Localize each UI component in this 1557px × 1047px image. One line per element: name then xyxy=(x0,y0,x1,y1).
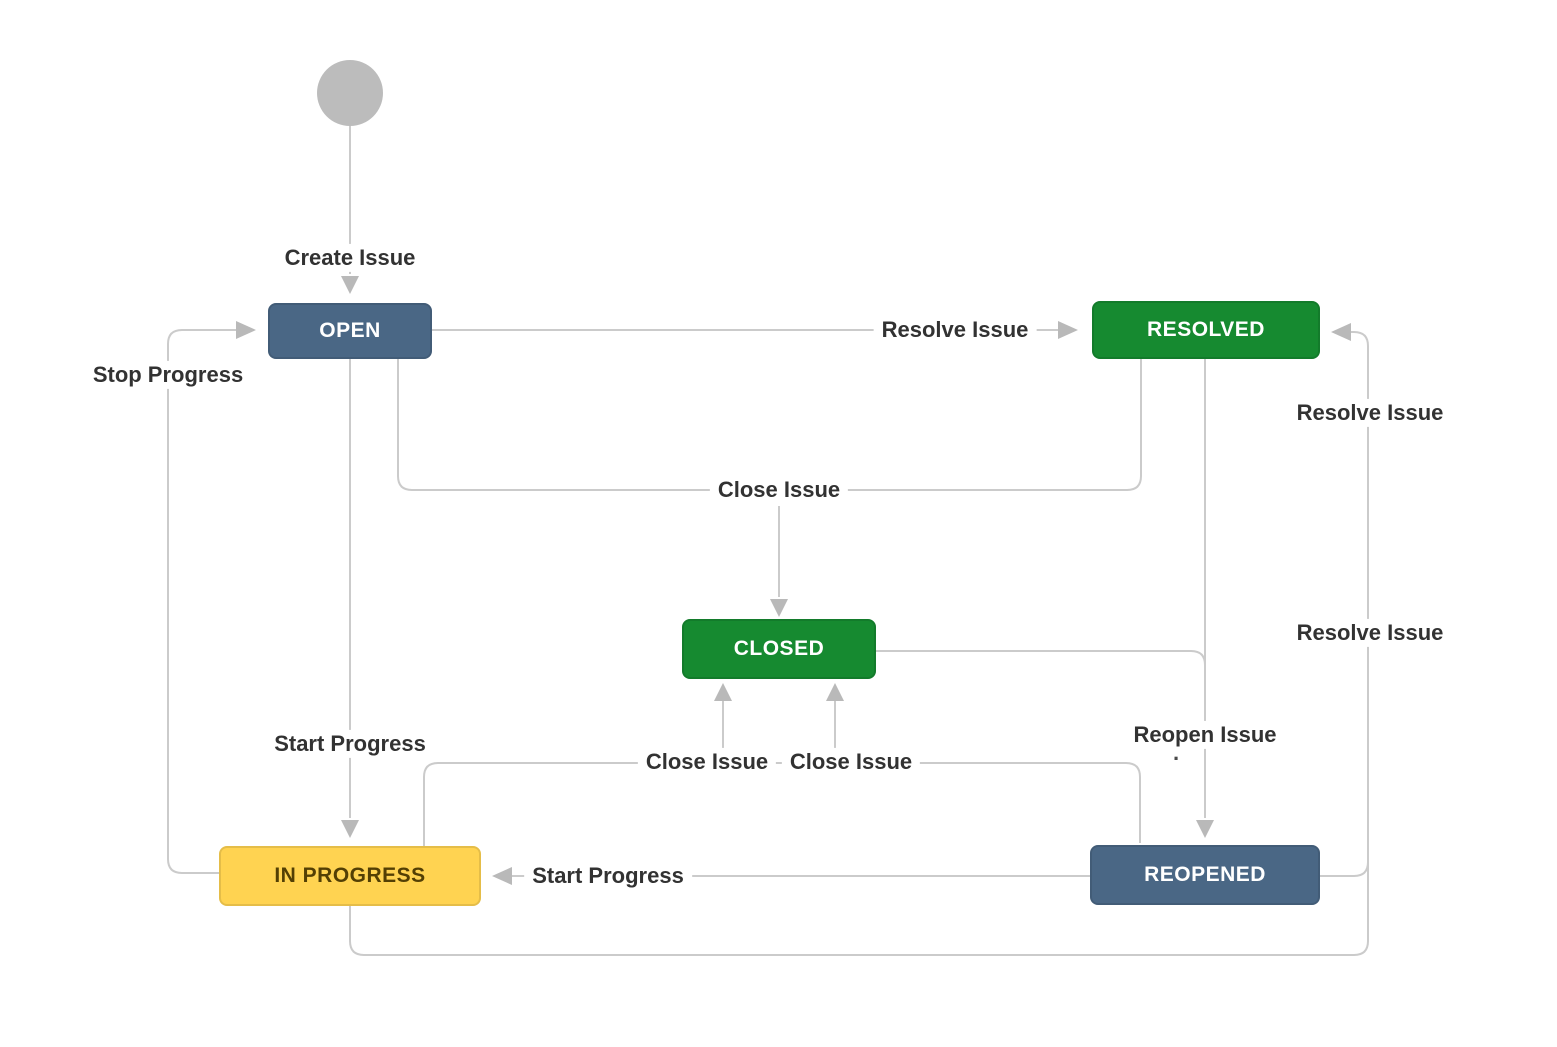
transition-label-resolve-issue-open-to-resolved[interactable]: Resolve Issue xyxy=(873,315,1037,345)
transition-label-resolve-issue-right-lower[interactable]: Resolve Issue xyxy=(1288,618,1452,648)
start-node-circle xyxy=(317,60,383,126)
edge-closed-to-reopened-join xyxy=(876,650,1206,666)
status-node-closed[interactable]: CLOSED xyxy=(682,619,876,679)
status-node-in-progress[interactable]: IN PROGRESS xyxy=(219,846,481,906)
transition-label-reopen-issue[interactable]: Reopen Issue xyxy=(1125,720,1285,750)
transition-label-start-progress-reopened-to-in-progress[interactable]: Start Progress xyxy=(524,861,692,891)
edge-open-resolved-to-closed xyxy=(397,359,1142,491)
arrowhead-into-resolved-left xyxy=(1058,321,1078,339)
edge-reopened-to-resolved-join xyxy=(1320,861,1369,877)
stray-dot: . xyxy=(1172,739,1180,765)
arrowhead-into-inprogress-right xyxy=(492,867,512,885)
arrowhead-into-closed-bottom-left xyxy=(714,683,732,701)
arrowhead-into-inprogress-top xyxy=(341,820,359,838)
edge-inprogress-to-resolved-loop xyxy=(349,331,1369,956)
transition-label-create-issue[interactable]: Create Issue xyxy=(276,243,424,273)
edge-inprogress-to-open-stop-progress xyxy=(167,329,236,874)
transition-label-start-progress-open-to-in-progress[interactable]: Start Progress xyxy=(266,729,434,759)
status-node-reopened[interactable]: REOPENED xyxy=(1090,845,1320,905)
arrowhead-into-closed-top xyxy=(770,599,788,617)
arrowhead-into-reopened-top xyxy=(1196,820,1214,838)
status-node-open[interactable]: OPEN xyxy=(268,303,432,359)
transition-label-close-issue-from-in-progress[interactable]: Close Issue xyxy=(637,747,777,777)
arrowhead-into-open-top xyxy=(341,276,359,294)
transition-label-close-issue-from-reopened[interactable]: Close Issue xyxy=(781,747,921,777)
arrowhead-into-closed-bottom-right xyxy=(826,683,844,701)
transition-label-resolve-issue-right-upper[interactable]: Resolve Issue xyxy=(1288,398,1452,428)
arrowhead-into-open-left xyxy=(236,321,256,339)
transition-label-stop-progress[interactable]: Stop Progress xyxy=(84,360,252,390)
arrowhead-into-resolved-right xyxy=(1331,323,1351,341)
status-node-resolved[interactable]: RESOLVED xyxy=(1092,301,1320,359)
transition-label-close-issue-to-closed[interactable]: Close Issue xyxy=(709,475,849,505)
